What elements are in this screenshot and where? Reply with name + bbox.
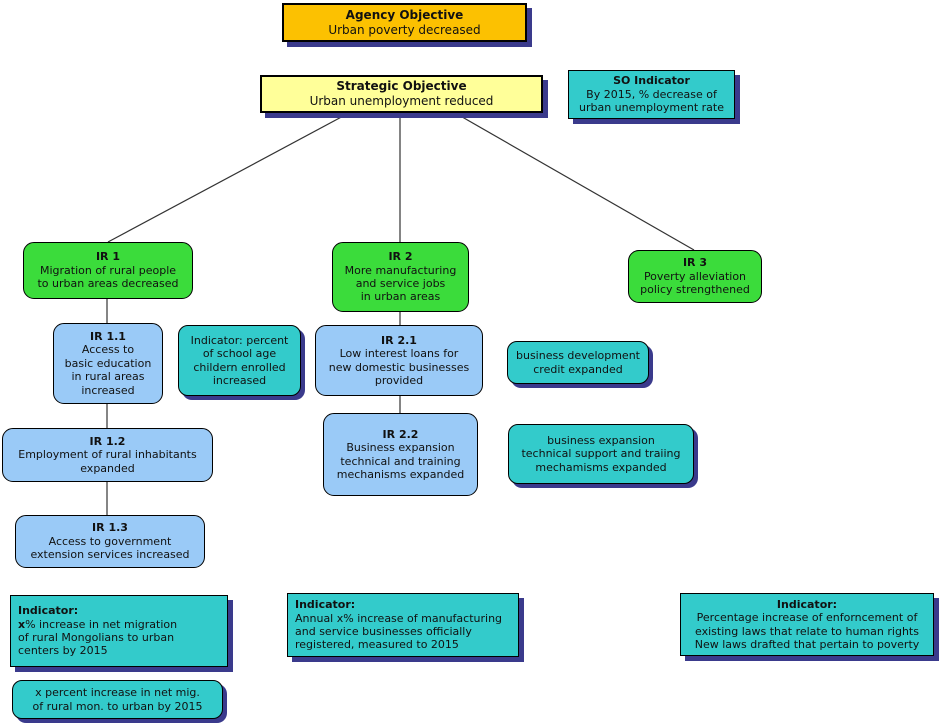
node-ir21: IR 2.1 Low interest loans for new domest… <box>315 325 483 396</box>
node-indicator-laws: Indicator: Percentage increase of enforn… <box>680 593 934 656</box>
indicator-school-body: Indicator: percent of school age childer… <box>190 333 289 387</box>
ir22-title: IR 2.2 <box>382 427 419 441</box>
ir3-title: IR 3 <box>682 256 708 270</box>
indicator-business-credit-body: business development credit expanded <box>515 349 640 376</box>
node-ir22: IR 2.2 Business expansion technical and … <box>323 413 478 496</box>
indicator-manufacturing-title: Indicator: <box>295 598 356 612</box>
ir12-body: Employment of rural inhabitants expanded <box>18 448 197 475</box>
connector-so-ir3 <box>456 113 695 251</box>
indicator-migration-title: Indicator: <box>18 604 79 618</box>
ir3-body: Poverty alleviation policy strengthened <box>640 269 750 297</box>
indicator-migration-body: of rural Mongolians to urban centers by … <box>18 631 175 658</box>
node-ir12: IR 1.2 Employment of rural inhabitants e… <box>2 428 213 482</box>
ir11-body: Access to basic education in rural areas… <box>64 343 152 397</box>
indicator-manufacturing-body: Annual x% increase of manufacturing and … <box>295 611 503 652</box>
node-ir1: IR 1 Migration of rural people to urban … <box>23 242 193 299</box>
node-indicator-migration-note: x percent increase in net mig. of rural … <box>12 680 223 719</box>
ir1-body: Migration of rural people to urban areas… <box>37 263 179 291</box>
ir13-body: Access to government extension services … <box>30 534 190 562</box>
indicator-migration-xrest: % increase in net migration <box>25 617 178 631</box>
node-indicator-manufacturing: Indicator: Annual x% increase of manufac… <box>287 593 519 657</box>
indicator-migration-xline: x% increase in net migration <box>18 618 177 631</box>
strategic-objective-body: Urban unemployment reduced <box>309 94 494 108</box>
ir2-body: More manufacturing and service jobs in u… <box>344 263 457 304</box>
ir1-title: IR 1 <box>95 250 121 264</box>
ir22-body: Business expansion technical and trainin… <box>336 441 465 481</box>
ir21-title: IR 2.1 <box>381 333 417 347</box>
node-strategic-objective: Strategic Objective Urban unemployment r… <box>260 75 543 113</box>
indicator-laws-title: Indicator: <box>776 597 838 611</box>
agency-objective-body: Urban poverty decreased <box>328 22 481 37</box>
node-agency-objective: Agency Objective Urban poverty decreased <box>282 3 527 42</box>
indicator-migration-x: x <box>18 617 26 631</box>
so-indicator-title: SO Indicator <box>613 74 690 88</box>
indicator-laws-body: Percentage increase of enforncement of e… <box>694 611 920 651</box>
so-indicator-body: By 2015, % decrease of urban unemploymen… <box>579 87 724 115</box>
ir12-title: IR 1.2 <box>89 434 126 448</box>
node-indicator-migration: Indicator: x% increase in net migration … <box>10 595 228 667</box>
connector-so-ir1 <box>107 113 348 243</box>
node-ir13: IR 1.3 Access to government extension se… <box>15 515 205 568</box>
node-so-indicator: SO Indicator By 2015, % decrease of urba… <box>568 70 735 119</box>
node-ir3: IR 3 Poverty alleviation policy strength… <box>628 250 762 303</box>
node-ir2: IR 2 More manufacturing and service jobs… <box>332 242 469 312</box>
ir11-title: IR 1.1 <box>90 329 126 343</box>
ir21-body: Low interest loans for new domestic busi… <box>328 347 470 387</box>
strategic-objective-title: Strategic Objective <box>336 79 467 94</box>
ir13-title: IR 1.3 <box>92 521 128 535</box>
node-indicator-school-enrollment: Indicator: percent of school age childer… <box>178 325 301 396</box>
node-ir11: IR 1.1 Access to basic education in rura… <box>53 323 163 404</box>
indicator-business-expansion-body: business expansion technical support and… <box>521 433 681 474</box>
node-indicator-business-expansion: business expansion technical support and… <box>508 424 694 484</box>
ir2-title: IR 2 <box>388 250 413 264</box>
agency-objective-title: Agency Objective <box>345 7 464 22</box>
node-indicator-business-credit: business development credit expanded <box>507 341 649 384</box>
indicator-migration-note-body: x percent increase in net mig. of rural … <box>32 686 203 713</box>
